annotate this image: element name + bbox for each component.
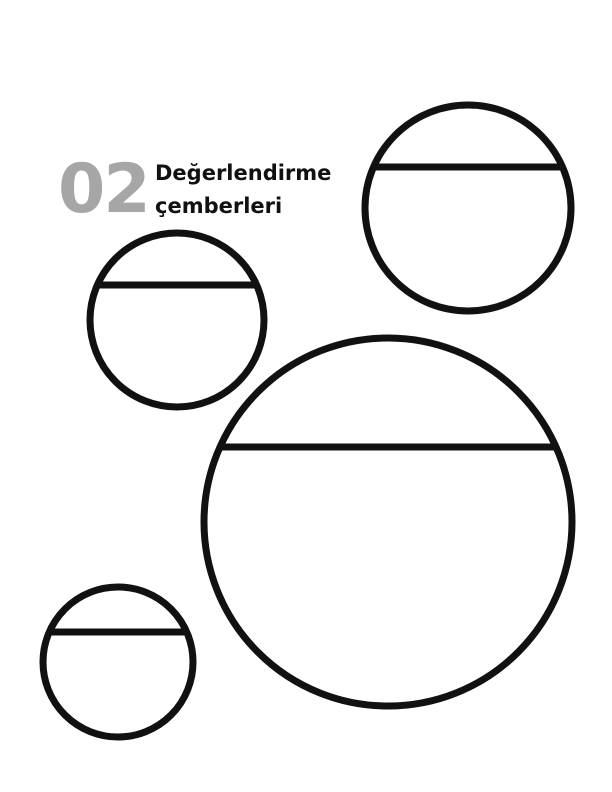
section-title-line-1: Değerlendirme: [155, 161, 332, 185]
evaluation-circle-middle-left: [86, 229, 268, 411]
evaluation-circle-bottom-left: [39, 583, 197, 741]
section-title: Değerlendirme çemberleri: [155, 157, 331, 223]
section-number: 02: [58, 150, 151, 229]
evaluation-circle-large: [200, 334, 576, 710]
evaluation-circle-top-right: [361, 101, 575, 315]
section-title-line-2: çemberleri: [155, 194, 283, 218]
